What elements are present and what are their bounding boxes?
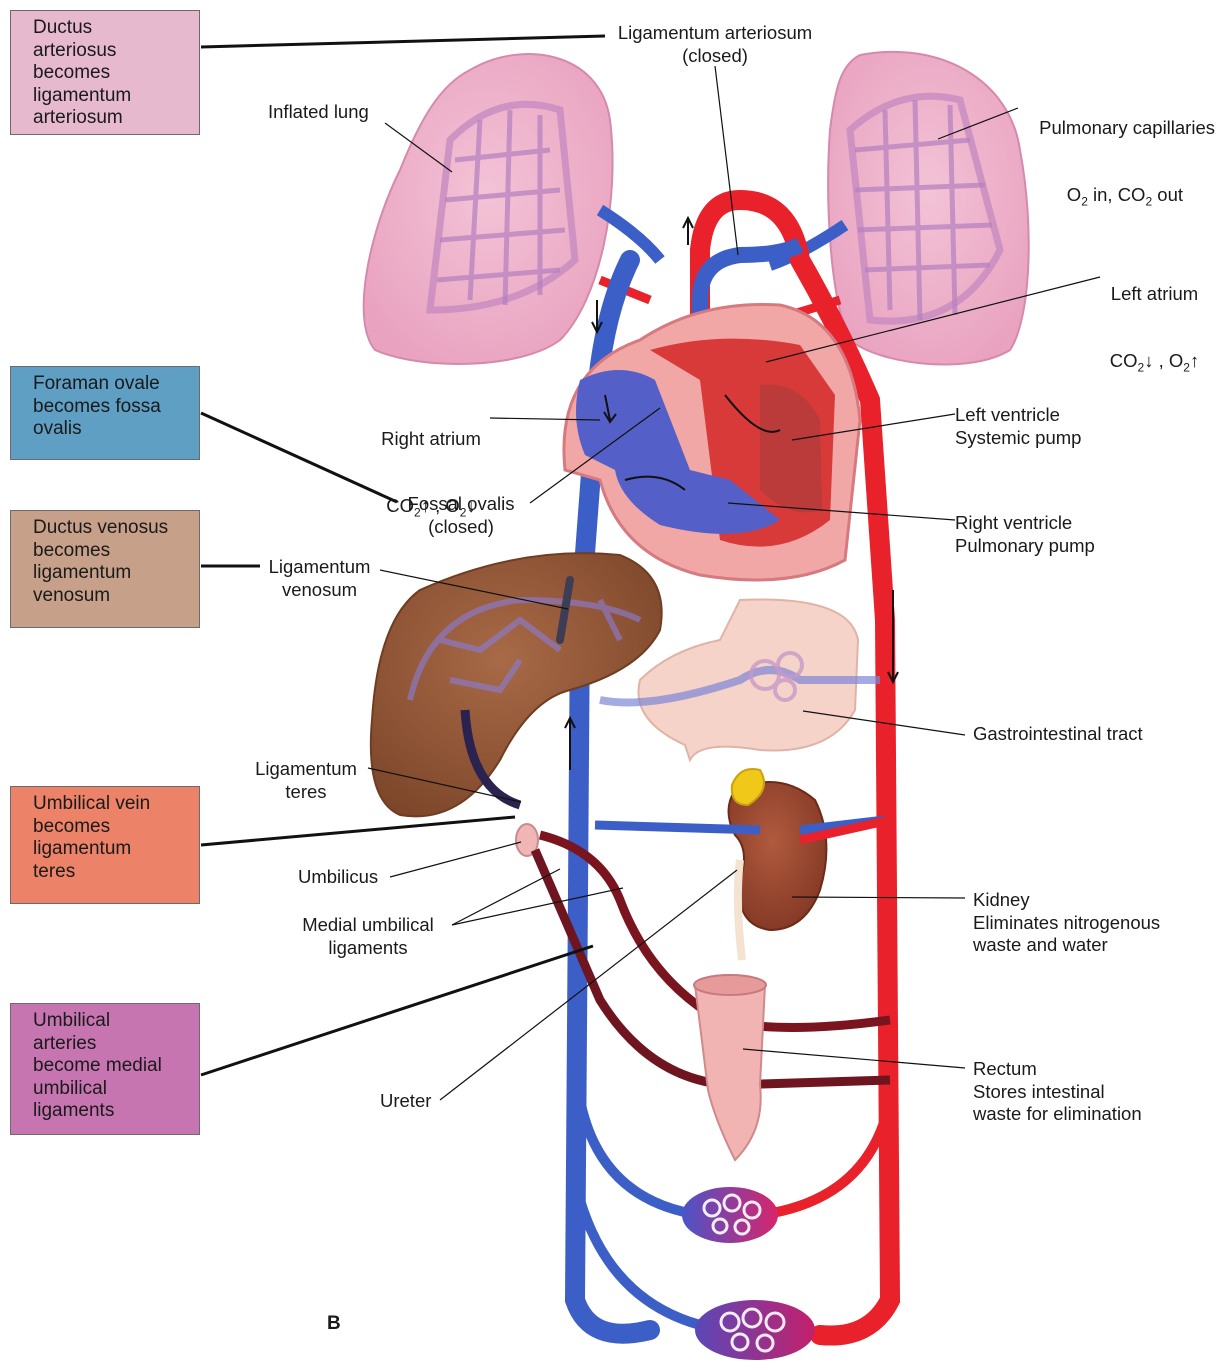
pulmonary-capillaries-gases: O2 in, CO2 out (1010, 162, 1215, 214)
label-left-ventricle: Left ventricle Systemic pump (955, 404, 1081, 449)
left-atrium-title: Left atrium (1097, 283, 1212, 306)
kidney (729, 769, 827, 960)
panel-letter: B (327, 1313, 341, 1335)
left-atrium-gases: CO2↓ , O2↑ (1097, 328, 1212, 380)
label-gastrointestinal-tract: Gastrointestinal tract (973, 723, 1143, 746)
label-medial-umbilical-ligaments: Medial umbilical ligaments (292, 914, 444, 959)
label-ureter: Ureter (380, 1090, 431, 1113)
label-ligamentum-arteriosum: Ligamentum arteriosum (closed) (605, 22, 825, 67)
liver (371, 553, 662, 816)
rectum (694, 975, 766, 1160)
pc-mid: in, CO (1088, 184, 1146, 205)
pulmonary-capillaries-title: Pulmonary capillaries (1010, 117, 1215, 140)
label-pulmonary-capillaries: Pulmonary capillaries O2 in, CO2 out (1010, 94, 1215, 236)
right-atrium-title: Right atrium (372, 428, 490, 451)
la-mid: ↓ , O (1144, 350, 1183, 371)
label-ligamentum-teres: Ligamentum teres (248, 758, 364, 803)
left-lung (364, 54, 613, 364)
pc-end: out (1152, 184, 1183, 205)
label-fossal-ovalis: Fossal ovalis (closed) (396, 493, 526, 538)
la-co: CO (1110, 350, 1138, 371)
la-sub2: 2 (1183, 361, 1190, 375)
capillary-bed-lower (695, 1300, 815, 1360)
ductus-venosus-box: Ductus venosus becomes ligamentum venosu… (10, 510, 200, 628)
label-kidney: Kidney Eliminates nitrogenous waste and … (973, 889, 1160, 957)
ductus-arteriosus-box: Ductus arteriosus becomes ligamentum art… (10, 10, 200, 135)
umbilical-vein-box: Umbilical vein becomes ligamentum teres (10, 786, 200, 904)
label-left-atrium: Left atrium CO2↓ , O2↑ (1097, 260, 1212, 402)
label-right-ventricle: Right ventricle Pulmonary pump (955, 512, 1095, 557)
umbilical-arteries-box: Umbilical arteries become medial umbilic… (10, 1003, 200, 1135)
la-end: ↑ (1190, 350, 1199, 371)
foramen-ovale-box: Foraman ovale becomes fossa ovalis (10, 366, 200, 460)
label-rectum: Rectum Stores intestinal waste for elimi… (973, 1058, 1142, 1126)
label-umbilicus: Umbilicus (298, 866, 378, 889)
pc-o: O (1067, 184, 1081, 205)
label-inflated-lung: Inflated lung (268, 101, 369, 124)
pc-sub1: 2 (1081, 195, 1088, 209)
capillary-bed-upper (682, 1187, 778, 1243)
label-ligamentum-venosum: Ligamentum venosum (262, 556, 377, 601)
right-lung (828, 52, 1029, 365)
